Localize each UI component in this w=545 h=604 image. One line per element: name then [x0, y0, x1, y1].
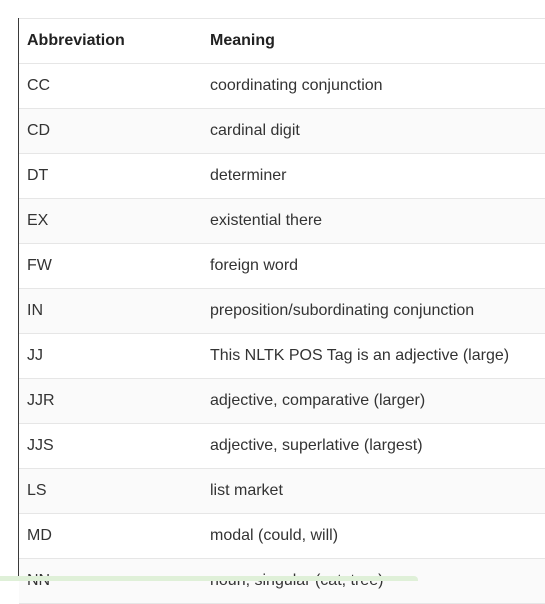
abbreviation-cell: IN [19, 288, 202, 334]
column-header-meaning: Meaning [202, 18, 545, 64]
abbreviation-cell: FW [19, 243, 202, 289]
table-row: FW foreign word [19, 243, 545, 289]
table-row: JJ This NLTK POS Tag is an adjective (la… [19, 333, 545, 379]
meaning-cell: existential there [202, 198, 545, 244]
meaning-cell: list market [202, 468, 545, 514]
table-row: LS list market [19, 468, 545, 514]
meaning-cell: cardinal digit [202, 108, 545, 154]
table-row: CD cardinal digit [19, 108, 545, 154]
meaning-cell: modal (could, will) [202, 513, 545, 559]
abbreviation-cell: CC [19, 63, 202, 109]
meaning-cell: preposition/subordinating conjunction [202, 288, 545, 334]
column-header-abbreviation: Abbreviation [19, 18, 202, 64]
table-row: DT determiner [19, 153, 545, 199]
meaning-cell: adjective, superlative (largest) [202, 423, 545, 469]
abbreviation-cell: JJR [19, 378, 202, 424]
left-border-rule [18, 18, 19, 581]
meaning-cell: noun, singular (cat, tree) [202, 558, 545, 604]
abbreviation-cell: NN [19, 558, 202, 604]
meaning-cell: determiner [202, 153, 545, 199]
abbreviation-cell: LS [19, 468, 202, 514]
abbreviation-cell: JJS [19, 423, 202, 469]
table-row: NN noun, singular (cat, tree) [19, 558, 545, 604]
abbreviation-cell: MD [19, 513, 202, 559]
table-row: JJR adjective, comparative (larger) [19, 378, 545, 424]
pos-tag-table-container: Abbreviation Meaning CC coordinating con… [19, 18, 545, 604]
table-header-row: Abbreviation Meaning [19, 18, 545, 64]
abbreviation-cell: EX [19, 198, 202, 244]
meaning-cell: adjective, comparative (larger) [202, 378, 545, 424]
meaning-cell: foreign word [202, 243, 545, 289]
table-row: MD modal (could, will) [19, 513, 545, 559]
table-row: EX existential there [19, 198, 545, 244]
meaning-cell: This NLTK POS Tag is an adjective (large… [202, 333, 545, 379]
abbreviation-cell: CD [19, 108, 202, 154]
table-row: IN preposition/subordinating conjunction [19, 288, 545, 334]
bottom-notification-bar [0, 576, 418, 581]
abbreviation-cell: JJ [19, 333, 202, 379]
table-row: JJS adjective, superlative (largest) [19, 423, 545, 469]
abbreviation-cell: DT [19, 153, 202, 199]
pos-tag-table: Abbreviation Meaning CC coordinating con… [19, 18, 545, 604]
table-row: CC coordinating conjunction [19, 63, 545, 109]
meaning-cell: coordinating conjunction [202, 63, 545, 109]
